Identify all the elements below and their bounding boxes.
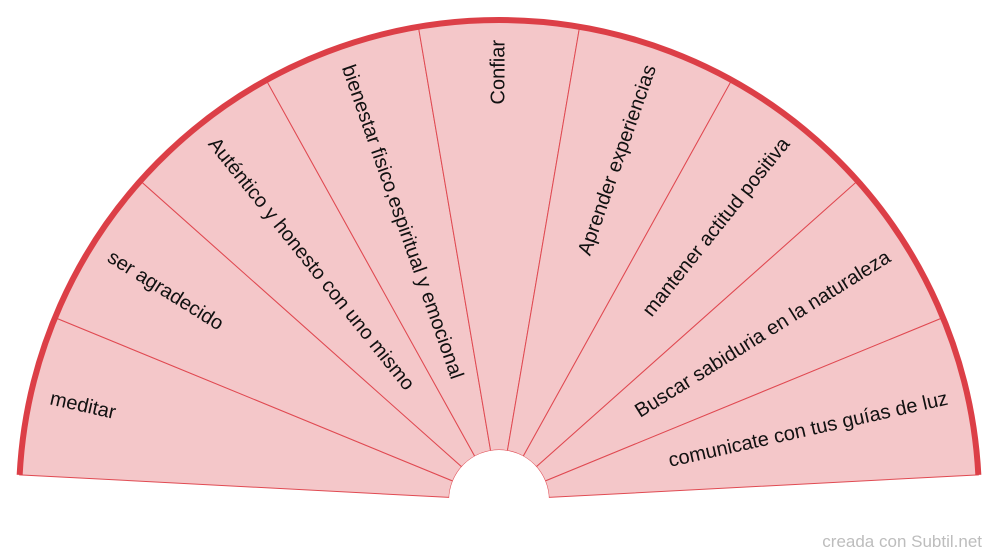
credit-text: creada con Subtil.net: [822, 532, 982, 551]
outer-rim: [16, 17, 982, 476]
sector-label: Confiar: [487, 40, 509, 105]
center-hub: [449, 450, 549, 550]
sectors-group: [19, 19, 979, 498]
